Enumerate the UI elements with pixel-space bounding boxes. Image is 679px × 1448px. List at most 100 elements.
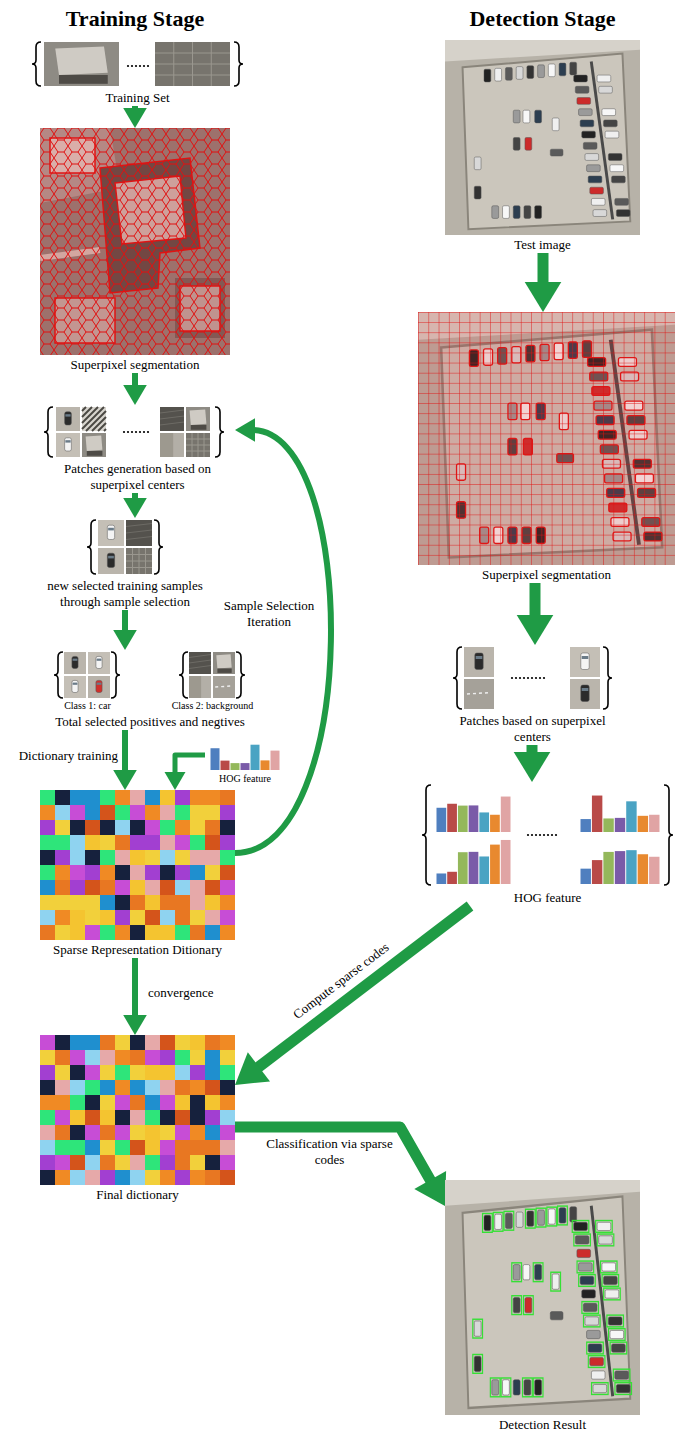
car-window <box>73 659 78 661</box>
hog-bar <box>501 797 511 832</box>
dictionary-atom <box>160 880 175 895</box>
dictionary-atom <box>55 1035 70 1050</box>
hog-bar <box>581 869 591 884</box>
hog-bar <box>490 815 500 832</box>
brace <box>234 42 243 86</box>
image-patch <box>88 652 110 674</box>
hog-bar <box>221 761 230 770</box>
dictionary-atom <box>220 895 235 910</box>
dictionary-atom <box>70 1140 85 1155</box>
dictionary-atom <box>70 850 85 865</box>
road-marking <box>467 693 491 695</box>
dictionary-atom <box>175 1065 190 1080</box>
image-patch <box>189 676 211 698</box>
car <box>604 120 618 127</box>
car <box>535 1380 542 1395</box>
pavement <box>173 433 184 457</box>
hog-bar <box>231 763 240 770</box>
roof-line <box>204 433 205 457</box>
ellipsis-dot <box>531 677 533 679</box>
hog-bar <box>603 818 613 832</box>
dictionary-atom <box>160 1050 175 1065</box>
ellipsis-dot <box>143 431 145 433</box>
dictionary-atom <box>175 1080 190 1095</box>
hog-bar <box>458 806 468 832</box>
dictionary-atom <box>205 1050 220 1065</box>
dictionary-atom <box>160 1095 175 1110</box>
dictionary-atom <box>220 850 235 865</box>
dictionary-atom <box>220 1155 235 1170</box>
connector-line <box>538 253 549 287</box>
hog-bar <box>615 818 625 832</box>
dictionary-atom <box>205 850 220 865</box>
dictionary-atom <box>205 1080 220 1095</box>
superpixel-mesh <box>40 128 230 355</box>
hog-bar <box>261 760 270 770</box>
detection-box <box>596 1221 613 1233</box>
hog-bar <box>469 852 479 884</box>
dictionary-atom <box>40 1035 55 1050</box>
dictionary-atom <box>145 925 160 940</box>
dictionary-atom <box>40 880 55 895</box>
detection-box <box>610 1342 627 1354</box>
detection-box <box>512 1263 522 1282</box>
roof-stripe <box>86 411 106 431</box>
car <box>602 1263 616 1271</box>
node-caption: Final dictionary <box>40 1185 235 1203</box>
dictionary-atom <box>220 865 235 880</box>
dictionary-atom <box>40 925 55 940</box>
node-caption: Patches generation based on superpixel c… <box>40 459 235 493</box>
car <box>505 67 512 80</box>
dictionary-atom <box>85 880 100 895</box>
image-patch <box>186 433 210 457</box>
dictionary-atom <box>145 910 160 925</box>
roof-line <box>145 548 146 574</box>
car <box>72 656 78 668</box>
dictionary-atom <box>205 820 220 835</box>
dictionary-atom <box>145 865 160 880</box>
hog-bar <box>211 748 220 770</box>
car <box>523 1265 530 1280</box>
car <box>65 412 72 425</box>
dictionary-atom <box>70 1080 85 1095</box>
texture-line <box>160 422 184 425</box>
connector-arrow <box>113 610 137 650</box>
car <box>577 1249 591 1257</box>
detection-box <box>525 1209 535 1228</box>
car <box>524 1380 531 1395</box>
detection-box <box>533 1378 543 1397</box>
car <box>575 1236 589 1244</box>
dictionary-atom <box>175 1155 190 1170</box>
detection-box <box>483 1213 493 1232</box>
image-patch <box>213 652 235 674</box>
dictionary-atom <box>190 835 205 850</box>
dictionary-atom <box>100 925 115 940</box>
car <box>72 680 78 692</box>
car <box>525 138 532 151</box>
dictionary-atom <box>205 925 220 940</box>
car <box>503 206 510 219</box>
car-window <box>582 688 589 691</box>
hog-bar <box>592 860 602 884</box>
dictionary-atom <box>220 1035 235 1050</box>
image-patch <box>155 42 230 86</box>
car <box>548 1209 555 1224</box>
brace <box>44 407 53 457</box>
dictionary-atom <box>175 1050 190 1065</box>
dictionary-atom <box>85 1095 100 1110</box>
dictionary-atom <box>115 1050 130 1065</box>
car <box>577 98 591 105</box>
dictionary-atom <box>190 1110 205 1125</box>
dictionary-atom <box>85 1140 100 1155</box>
dictionary-atom <box>220 1050 235 1065</box>
dictionary-atom <box>205 1110 220 1125</box>
car <box>538 65 545 78</box>
dictionary-atom <box>145 1170 160 1185</box>
superpixel-tint <box>418 312 675 565</box>
image-node: Class 1: carClass 2: backgroundTotal sel… <box>25 650 275 730</box>
dictionary-atom <box>100 1170 115 1185</box>
dictionary-atom <box>130 1080 145 1095</box>
dictionary-atom <box>145 790 160 805</box>
connector-line <box>530 583 541 620</box>
